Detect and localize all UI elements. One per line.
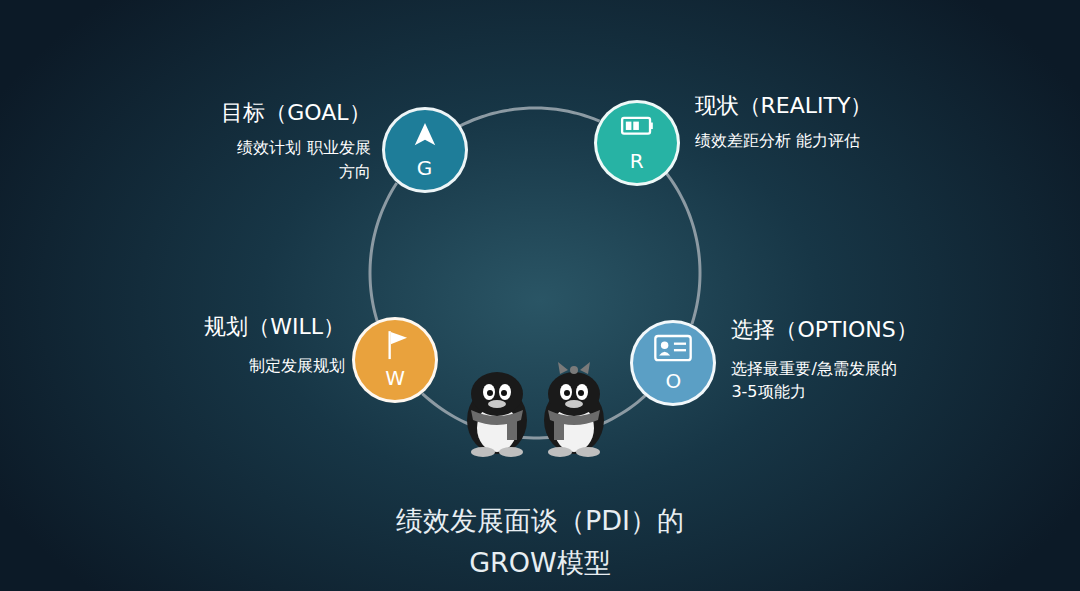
stage-circle: 目标（GOAL）绩效计划 职业发展方向G (382, 107, 468, 193)
stage-letter: W (355, 366, 435, 390)
stage-heading: 现状（REALITY） (695, 93, 873, 119)
stage-description: 绩效计划 职业发展方向 (231, 136, 371, 182)
stage-circle: 现状（REALITY）绩效差距分析 能力评估R (594, 100, 680, 186)
ring-arc (422, 394, 645, 438)
penguin-right (544, 362, 604, 457)
stage-circle: 规划（WILL）制定发展规划W (352, 317, 438, 403)
stage-description: 制定发展规划 (205, 354, 345, 377)
stage-description: 绩效差距分析 能力评估 (695, 129, 895, 152)
stage-letter: R (597, 149, 677, 173)
stage-letter: O (633, 369, 713, 393)
diagram-title: 绩效发展面谈（PDI）的 GROW模型 (370, 500, 710, 584)
stage-heading: 规划（WILL） (204, 314, 345, 340)
penguin-left (467, 372, 527, 457)
ring-arc (460, 108, 600, 126)
ring-arc (370, 183, 397, 321)
stage-heading: 选择（OPTIONS） (731, 317, 917, 343)
stage-letter: G (385, 156, 465, 180)
stage-heading: 目标（GOAL） (221, 100, 370, 126)
ring-arc (667, 174, 700, 325)
stage-description: 选择最重要/急需发展的3-5项能力 (731, 357, 907, 403)
stage-circle: 选择（OPTIONS）选择最重要/急需发展的3-5项能力O (630, 320, 716, 406)
